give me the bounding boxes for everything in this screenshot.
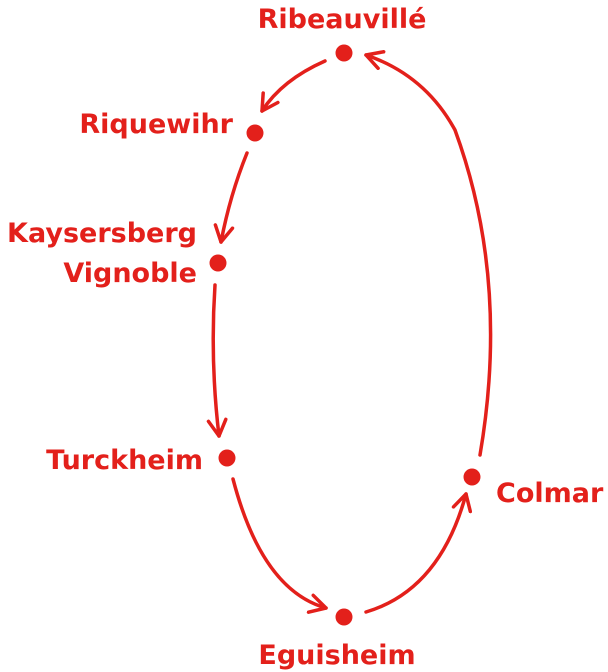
label-eguisheim: Eguisheim — [258, 640, 415, 671]
label-kaysersberg-line2: Vignoble — [63, 258, 197, 289]
town-dot-colmar — [463, 468, 481, 486]
arrow-turckheim-to-eguisheim — [231, 477, 328, 614]
town-dot-kaysersberg — [209, 254, 227, 272]
town-dot-eguisheim — [335, 608, 353, 626]
label-colmar: Colmar — [496, 478, 604, 509]
town-dot-ribeauville — [335, 44, 353, 62]
arrow-eguisheim-to-colmar — [364, 492, 473, 614]
arrow-ribeauville-to-riquewihr — [260, 59, 327, 113]
label-riquewihr: Riquewihr — [79, 109, 233, 140]
arrow-colmar-to-ribeauville — [364, 50, 493, 457]
arrow-kaysersberg-to-turckheim — [206, 283, 228, 438]
label-kaysersberg-line1: Kaysersberg — [7, 218, 197, 249]
label-ribeauville: Ribeauvillé — [258, 4, 427, 35]
label-turckheim: Turckheim — [46, 445, 203, 476]
town-dot-turckheim — [218, 449, 236, 467]
town-dot-riquewihr — [246, 124, 264, 142]
arrow-riquewihr-to-kaysersberg — [213, 151, 249, 244]
